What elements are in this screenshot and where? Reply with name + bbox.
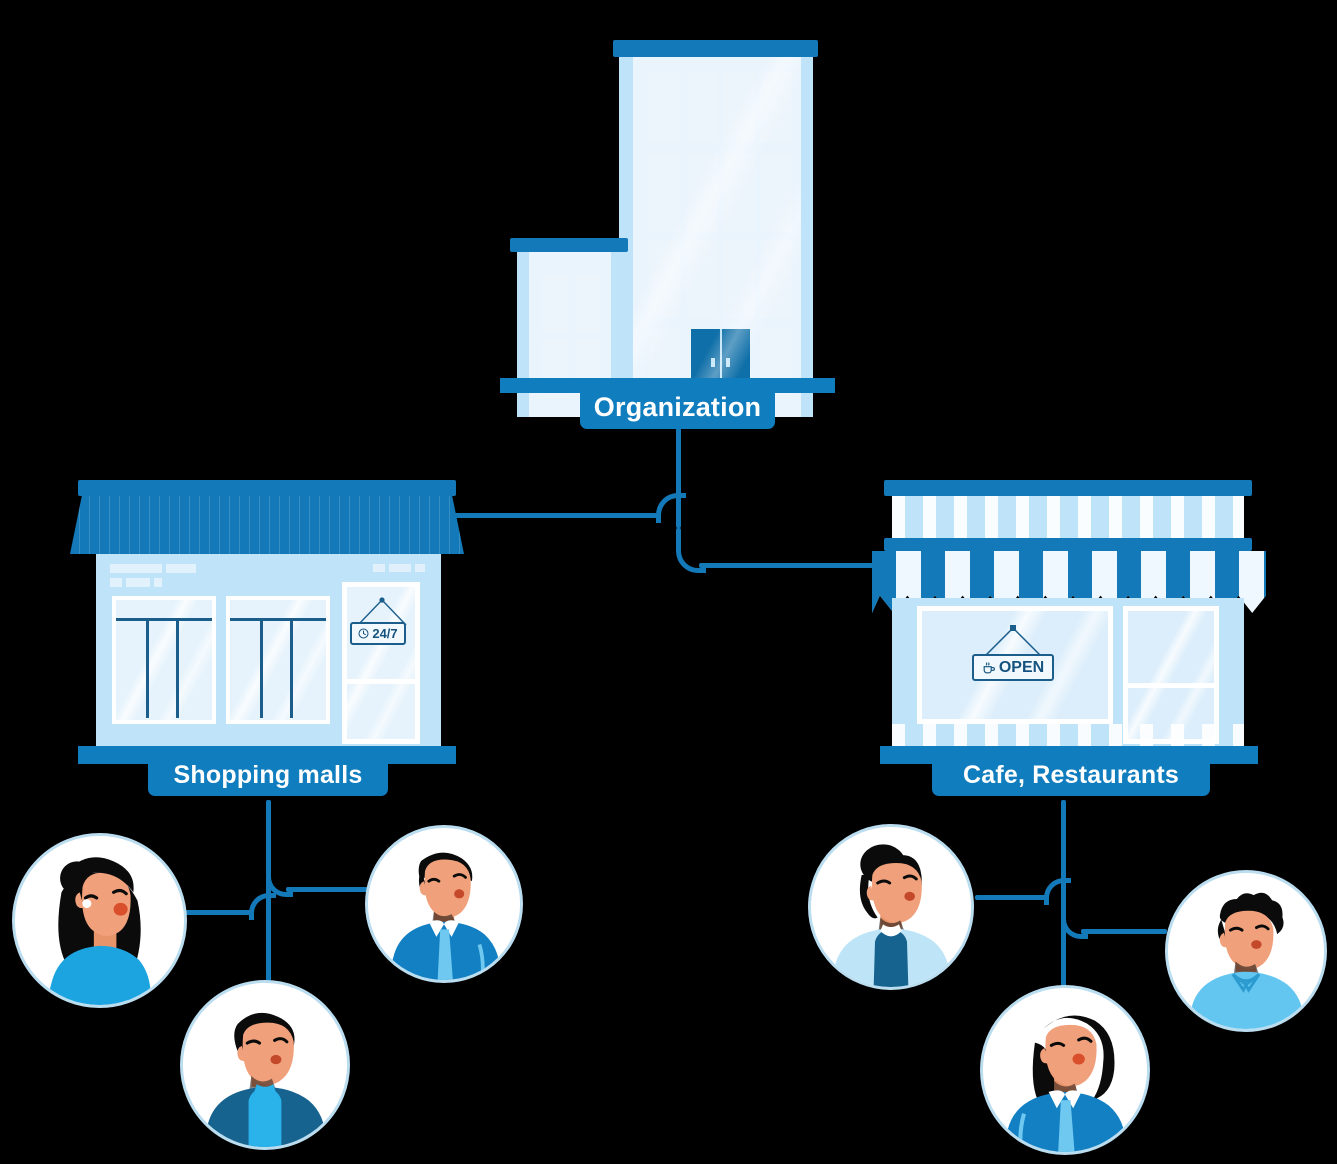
connector-shopping-stem: [266, 800, 271, 985]
annex-cornice: [510, 238, 628, 252]
door-handle: [711, 358, 715, 367]
display-window-middle: [226, 596, 330, 724]
entrance-door-panel[interactable]: 24/7: [342, 582, 420, 744]
sign-hanger-wire: [982, 625, 1044, 659]
cafe-lower-band: [892, 724, 1244, 750]
avatar-person-3[interactable]: [180, 980, 350, 1150]
avatar-person-2[interactable]: [365, 825, 523, 983]
signage-placeholder: [110, 564, 162, 573]
signage-placeholder: [373, 564, 385, 572]
connector-cafe-right-elbow: [1061, 912, 1088, 939]
connector-shopping-to-person-1: [172, 910, 252, 915]
tower-window: [649, 72, 680, 142]
door-handle: [726, 358, 730, 367]
sign-hanger-wire: [357, 597, 407, 626]
connector-root-stem: [676, 428, 681, 528]
storefront-roof-top: [78, 480, 456, 496]
connector-root-stem-lower: [676, 528, 681, 548]
cafe-cornice-top: [884, 480, 1252, 496]
connector-shopping-to-person-2: [286, 887, 374, 892]
connector-root-to-shopping: [450, 513, 658, 518]
connector-shopping-right-elbow: [266, 870, 293, 897]
coffee-cup-icon: [983, 661, 995, 673]
sign-open: OPEN: [972, 654, 1054, 681]
avatar-person-4[interactable]: [808, 824, 974, 990]
woman-dark-hair-tie-avatar: [983, 988, 1147, 1152]
node-label-cafe-restaurants[interactable]: Cafe, Restaurants: [932, 754, 1210, 796]
man-jacket-avatar: [183, 983, 347, 1147]
woman-bun-avatar: [811, 827, 971, 987]
tower-window: [761, 154, 792, 232]
cafe-side-door[interactable]: [1123, 606, 1219, 744]
storefront-roof-ribs: [70, 496, 464, 554]
avatar-person-1[interactable]: [12, 833, 187, 1008]
sign-open-text: OPEN: [998, 658, 1045, 676]
woman-long-hair-avatar: [15, 836, 184, 1005]
sign-24-7: 24/7: [350, 622, 406, 645]
tower-window: [687, 154, 718, 232]
tower-window: [761, 72, 792, 142]
tower-window: [724, 154, 755, 232]
signage-placeholder: [110, 578, 122, 587]
connector-cafe-stem: [1061, 800, 1066, 990]
node-cafe-restaurants[interactable]: OPEN Cafe, Restaurants: [872, 478, 1272, 803]
node-shopping-malls[interactable]: 24/7 Shopping malls: [70, 478, 470, 803]
annex-window: [542, 275, 568, 333]
tower-window: [687, 240, 718, 318]
node-label-organization[interactable]: Organization: [580, 385, 775, 429]
connector-cafe-left-elbow: [1044, 878, 1071, 905]
connector-root-to-cafe: [699, 563, 889, 568]
node-label-shopping-malls[interactable]: Shopping malls: [148, 754, 388, 796]
sign-24-7-text: 24/7: [372, 626, 398, 641]
tower-window: [649, 240, 680, 318]
storefront-roof-awning: [70, 496, 464, 554]
signage-placeholder: [415, 564, 425, 572]
tower-cornice: [613, 40, 818, 57]
connector-cafe-to-person-5: [1081, 929, 1167, 934]
clock-icon: [358, 628, 369, 639]
tower-window: [724, 240, 755, 318]
cafe-upper-band-stripes: [892, 496, 1244, 538]
connector-root-right-elbow: [676, 543, 706, 573]
tower-window: [649, 154, 680, 232]
signage-placeholder: [389, 564, 411, 572]
connector-cafe-to-person-4: [975, 895, 1047, 900]
annex-window: [575, 275, 601, 333]
connector-root-left-elbow: [656, 493, 686, 523]
signage-placeholder: [126, 578, 150, 587]
node-organization[interactable]: Organization: [495, 35, 840, 430]
connector-shopping-left-elbow: [249, 893, 276, 920]
signage-placeholder: [166, 564, 196, 573]
cafe-main-window: OPEN: [917, 606, 1113, 724]
tower-window: [687, 72, 718, 142]
building-glass-sheen: [633, 57, 801, 397]
man-curly-hair-avatar: [1168, 873, 1324, 1029]
man-shirt-tie-avatar: [368, 828, 520, 980]
avatar-person-6[interactable]: [980, 985, 1150, 1155]
tower-window: [724, 72, 755, 142]
tower-window: [761, 240, 792, 318]
avatar-person-5[interactable]: [1165, 870, 1327, 1032]
signage-placeholder: [154, 578, 162, 587]
cafe-cornice-mid: [884, 538, 1252, 551]
display-window-left: [112, 596, 216, 724]
entrance-door-gap: [720, 329, 722, 395]
